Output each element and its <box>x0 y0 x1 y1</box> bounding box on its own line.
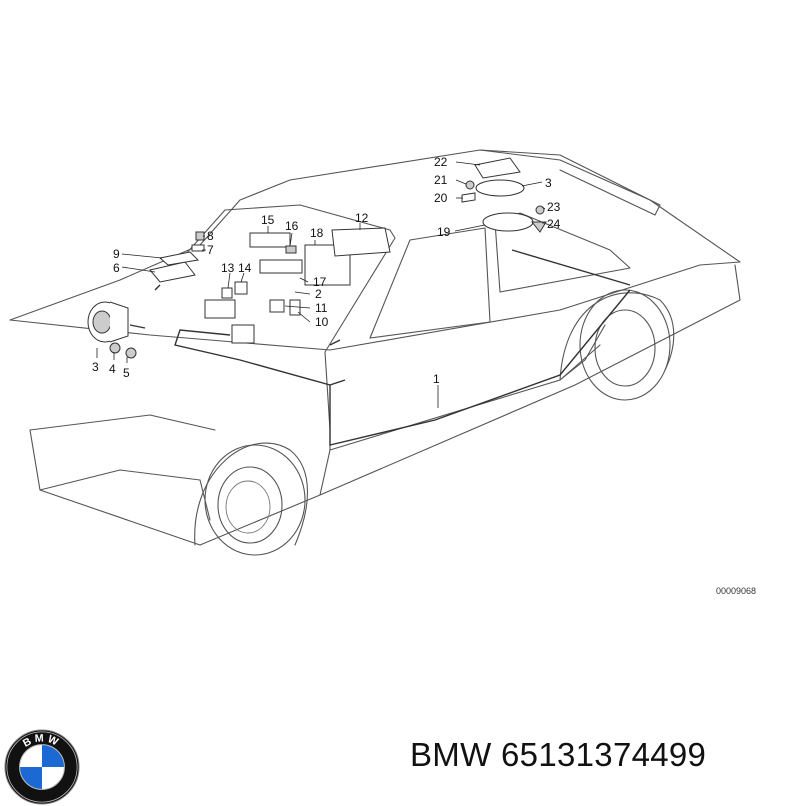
callout-12: 12 <box>355 211 369 225</box>
box-unit <box>231 324 255 344</box>
wiring-harness <box>129 249 631 446</box>
callout-24: 24 <box>547 217 561 231</box>
callout-15: 15 <box>261 213 275 227</box>
callout-18: 18 <box>310 226 324 240</box>
logo-letters: BMW <box>21 732 60 749</box>
callout-7: 7 <box>207 243 214 257</box>
speaker-cover-22 <box>474 157 521 179</box>
screw-21 <box>465 180 475 190</box>
washer-5 <box>125 347 137 359</box>
svg-text:BMW: BMW <box>21 732 63 749</box>
holder-13 <box>221 287 233 299</box>
radio-15 <box>249 232 291 248</box>
tweeter-6 <box>149 261 196 283</box>
callout-1: 1 <box>433 372 440 386</box>
callout-23: 23 <box>547 200 561 214</box>
connector-block <box>204 299 236 319</box>
speaker-3-rear <box>475 179 525 197</box>
clip-8 <box>195 231 205 241</box>
cover-9 <box>158 251 200 266</box>
callout-8: 8 <box>207 229 214 243</box>
part-title: BMW 65131374499 <box>410 736 706 774</box>
front-speaker-3 <box>87 301 129 343</box>
wheel-front <box>194 442 308 556</box>
brand-name: BMW <box>410 736 492 773</box>
callout-2: 2 <box>315 287 322 301</box>
bmw-logo: BMW <box>4 729 80 805</box>
callout-labels: 1 2 3 3 4 5 6 7 8 9 10 11 12 13 14 15 16… <box>92 155 561 386</box>
panel-17 <box>259 259 303 274</box>
relay-11 <box>269 299 285 313</box>
callout-19: 19 <box>437 225 451 239</box>
callout-5: 5 <box>123 366 130 380</box>
callout-17: 17 <box>313 275 327 289</box>
bracket-20 <box>461 192 476 203</box>
bracket-7 <box>191 244 205 252</box>
callout-11: 11 <box>315 301 328 315</box>
screw-23 <box>535 205 545 215</box>
callout-14: 14 <box>238 261 252 275</box>
callout-6: 6 <box>113 261 120 275</box>
clip-24 <box>530 221 547 233</box>
callout-16: 16 <box>285 219 299 233</box>
cassette-12 <box>331 227 391 257</box>
button-16 <box>285 245 297 254</box>
holder-14 <box>234 281 248 295</box>
callout-21: 21 <box>434 173 448 187</box>
nut-4 <box>109 342 121 354</box>
callout-9: 9 <box>113 247 120 261</box>
callout-3: 3 <box>545 176 552 190</box>
callout-20: 20 <box>434 191 448 205</box>
part-number: 65131374499 <box>501 736 707 773</box>
callout-3: 3 <box>92 360 99 374</box>
callout-10: 10 <box>315 315 329 329</box>
callout-22: 22 <box>434 155 448 169</box>
leader-lines <box>96 161 546 408</box>
callout-13: 13 <box>221 261 235 275</box>
parts-diagram: 1 2 3 3 4 5 6 7 8 9 10 11 12 13 14 15 16… <box>9 149 756 596</box>
figure-id: 00009068 <box>716 586 756 596</box>
wheel-rear <box>559 289 675 401</box>
speaker-19 <box>482 212 534 232</box>
callout-4: 4 <box>109 362 116 376</box>
